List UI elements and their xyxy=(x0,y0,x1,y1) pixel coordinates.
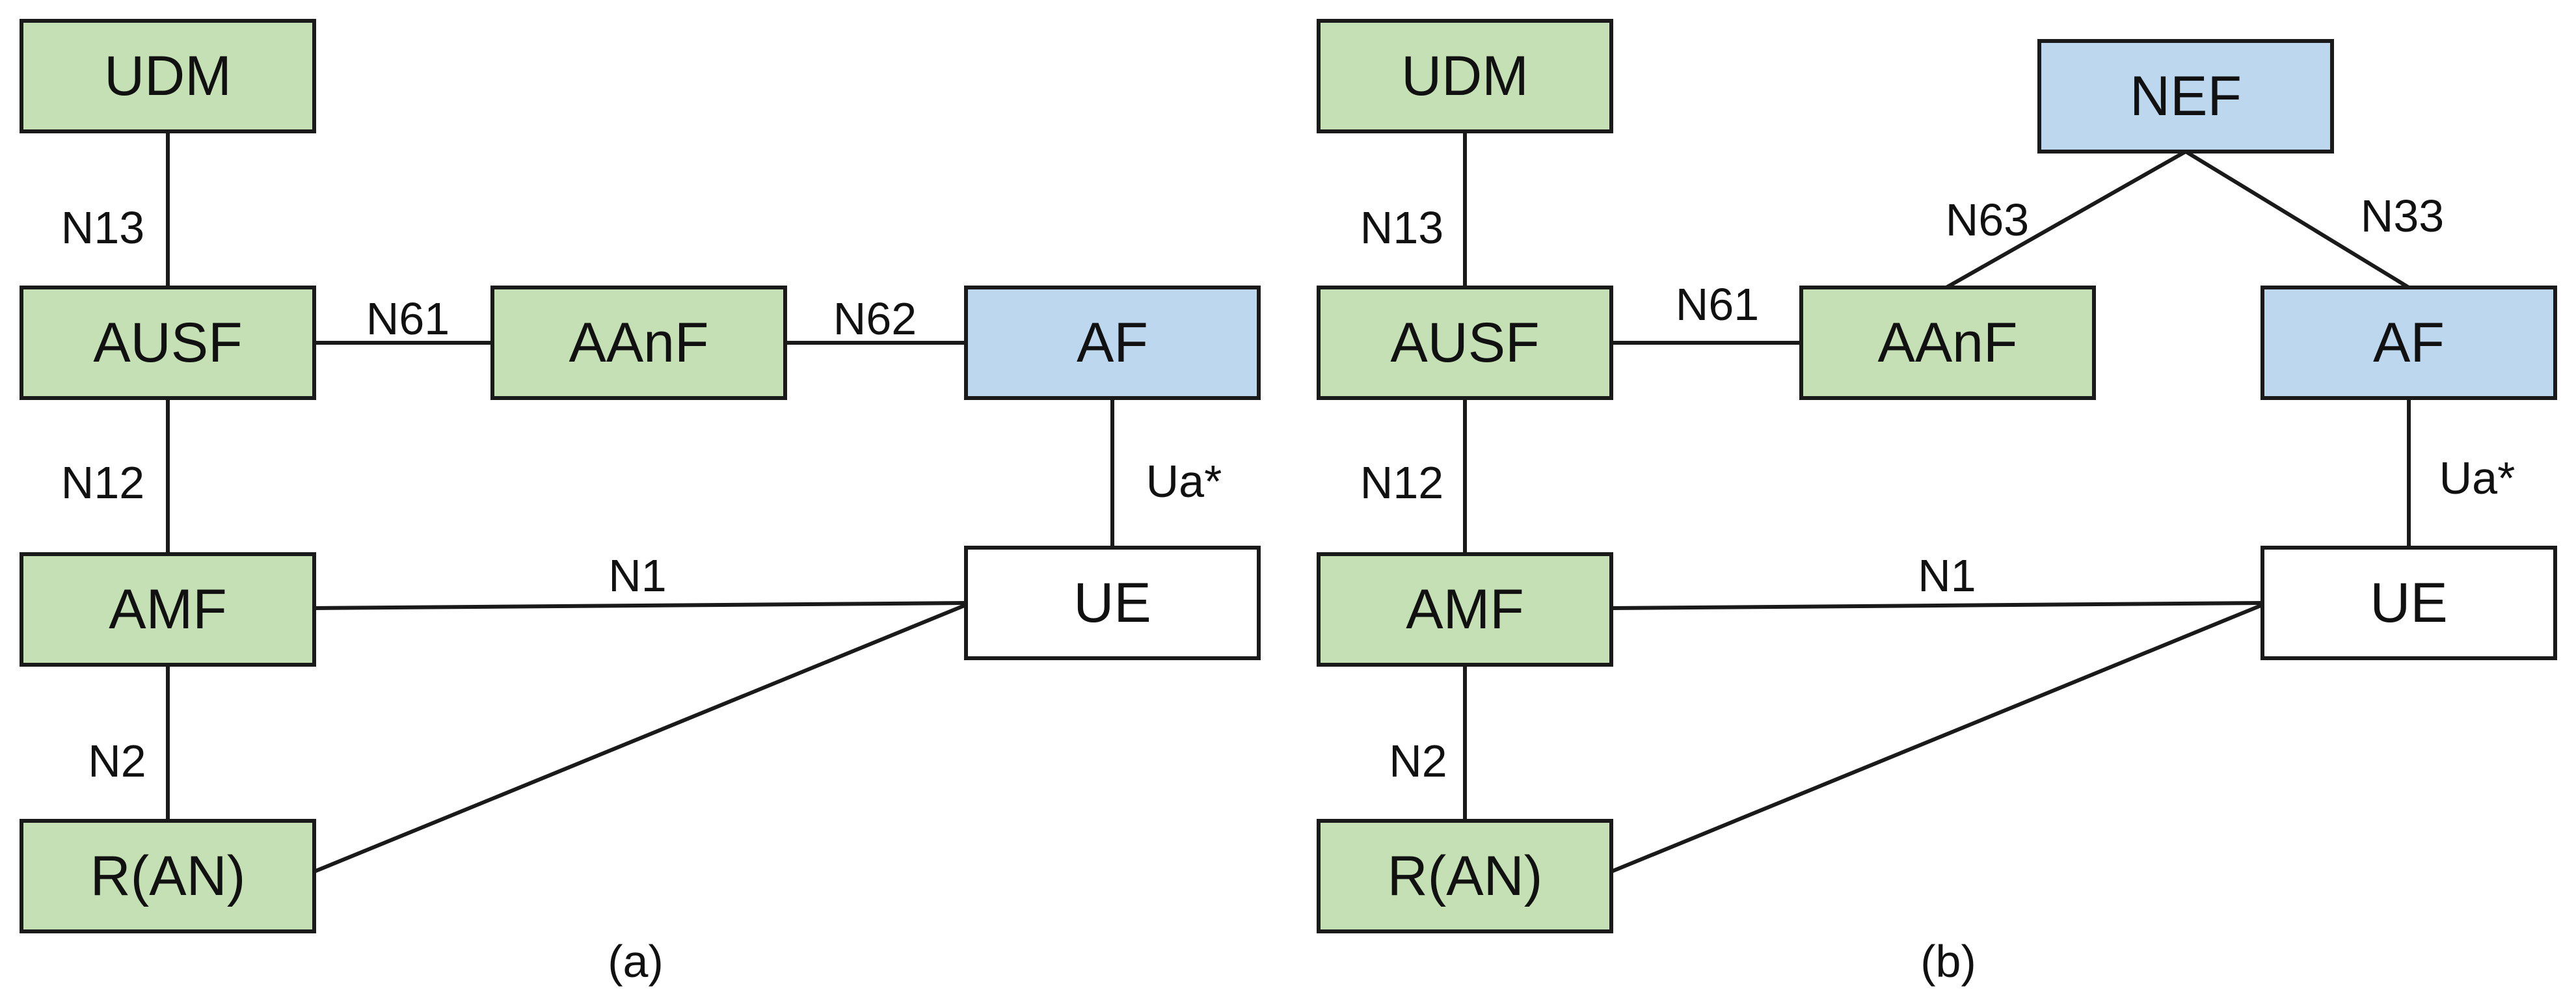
panel-b-link-label-n2: N2 xyxy=(1389,736,1447,786)
panel-b-link-label-n33: N33 xyxy=(2361,191,2444,241)
panel-b-node-label-af: AF xyxy=(2373,312,2445,374)
panel-a-node-label-af: AF xyxy=(1077,312,1148,374)
panel-b-node-box-ue xyxy=(2261,546,2557,660)
panel-b-link-label-ua: Ua* xyxy=(2439,453,2516,503)
panel-a-node-amf: AMF xyxy=(20,552,316,667)
panel-a-caption: (a) xyxy=(608,936,664,987)
panel-b-node-udm: UDM xyxy=(1317,19,1613,133)
panel-b-link-label-n61: N61 xyxy=(1676,279,1759,330)
panel-b-link-nef-af xyxy=(2184,150,2410,289)
panel-b-node-box-ran xyxy=(1317,819,1613,933)
panel-b-node-box-nef xyxy=(2037,39,2334,153)
panel-a-node-udm: UDM xyxy=(20,19,316,133)
panel-b-node-label-ue: UE xyxy=(2370,572,2447,634)
panel-a-node-ausf: AUSF xyxy=(20,286,316,400)
panel-a-node-label-udm: UDM xyxy=(104,45,232,107)
panel-a-link-ran-ue xyxy=(313,603,967,874)
panel-a-link-label-n62: N62 xyxy=(833,293,917,344)
panel-a-node-box-amf xyxy=(20,552,316,667)
panel-b-node-label-ausf: AUSF xyxy=(1390,312,1539,374)
panel-a-links xyxy=(166,131,1114,874)
panel-a-link-label-n1: N1 xyxy=(608,550,666,601)
panel-a-node-label-amf: AMF xyxy=(109,578,227,641)
panel-a-node-ran: R(AN) xyxy=(20,819,316,933)
panel-b-link-ran-ue xyxy=(1610,603,2264,874)
panel-a-node-box-ran xyxy=(20,819,316,933)
panel-b-node-box-aanf xyxy=(1799,286,2096,400)
panel-b-link-label-n12: N12 xyxy=(1360,457,1443,508)
panel-b-links xyxy=(1463,131,2411,874)
panel-a-node-af: AF xyxy=(964,286,1261,400)
panel-b-link-label-n1: N1 xyxy=(1918,550,1976,601)
panel-a-node-ue: UE xyxy=(964,546,1261,660)
panel-b-node-aanf: AAnF xyxy=(1799,286,2096,400)
panel-b-node-label-nef: NEF xyxy=(2130,65,2242,127)
panel-a-node-box-ue xyxy=(964,546,1261,660)
panel-a-node-box-udm xyxy=(20,19,316,133)
panel-b-node-ue: UE xyxy=(2261,546,2557,660)
panel-a-link-amf-ue xyxy=(314,601,967,610)
panel-b-node-box-ausf xyxy=(1317,286,1613,400)
panel-a-node-aanf: AAnF xyxy=(490,286,787,400)
panel-b-node-ran: R(AN) xyxy=(1317,819,1613,933)
panel-b-link-label-n13: N13 xyxy=(1360,202,1443,253)
panel-a-node-box-ausf xyxy=(20,286,316,400)
panel-b-node-label-aanf: AAnF xyxy=(1877,312,2017,374)
panel-a-node-label-aanf: AAnF xyxy=(569,312,708,374)
panel-a-node-box-aanf xyxy=(490,286,787,400)
panel-a-link-label-n13: N13 xyxy=(61,202,144,253)
panel-b-link-amf-ue xyxy=(1611,601,2263,610)
panel-b-link-nef-aanf xyxy=(1945,150,2187,289)
panel-b-node-nef: NEF xyxy=(2037,39,2334,153)
panel-b-node-box-udm xyxy=(1317,19,1613,133)
panel-a-node-label-ausf: AUSF xyxy=(93,312,242,374)
panel-a-link-label-n61: N61 xyxy=(366,293,449,344)
panel-b-node-af: AF xyxy=(2261,286,2557,400)
panel-b-node-label-amf: AMF xyxy=(1406,578,1524,641)
panel-b-caption: (b) xyxy=(1920,936,1976,987)
panel-a-node-label-ran: R(AN) xyxy=(90,845,246,907)
panel-a-node-box-af xyxy=(964,286,1261,400)
panel-b-node-amf: AMF xyxy=(1317,552,1613,667)
panel-b-node-box-af xyxy=(2261,286,2557,400)
panel-b-node-box-amf xyxy=(1317,552,1613,667)
panel-b-link-label-n63: N63 xyxy=(1946,194,2029,245)
panel-a-node-label-ue: UE xyxy=(1073,572,1151,634)
panel-a-link-label-n2: N2 xyxy=(88,736,146,786)
panel-b-node-ausf: AUSF xyxy=(1317,286,1613,400)
panel-b-node-label-udm: UDM xyxy=(1401,45,1529,107)
panel-a-link-label-n12: N12 xyxy=(61,457,144,508)
panel-b-node-label-ran: R(AN) xyxy=(1388,845,1543,907)
panel-a-link-label-ua: Ua* xyxy=(1146,456,1222,507)
